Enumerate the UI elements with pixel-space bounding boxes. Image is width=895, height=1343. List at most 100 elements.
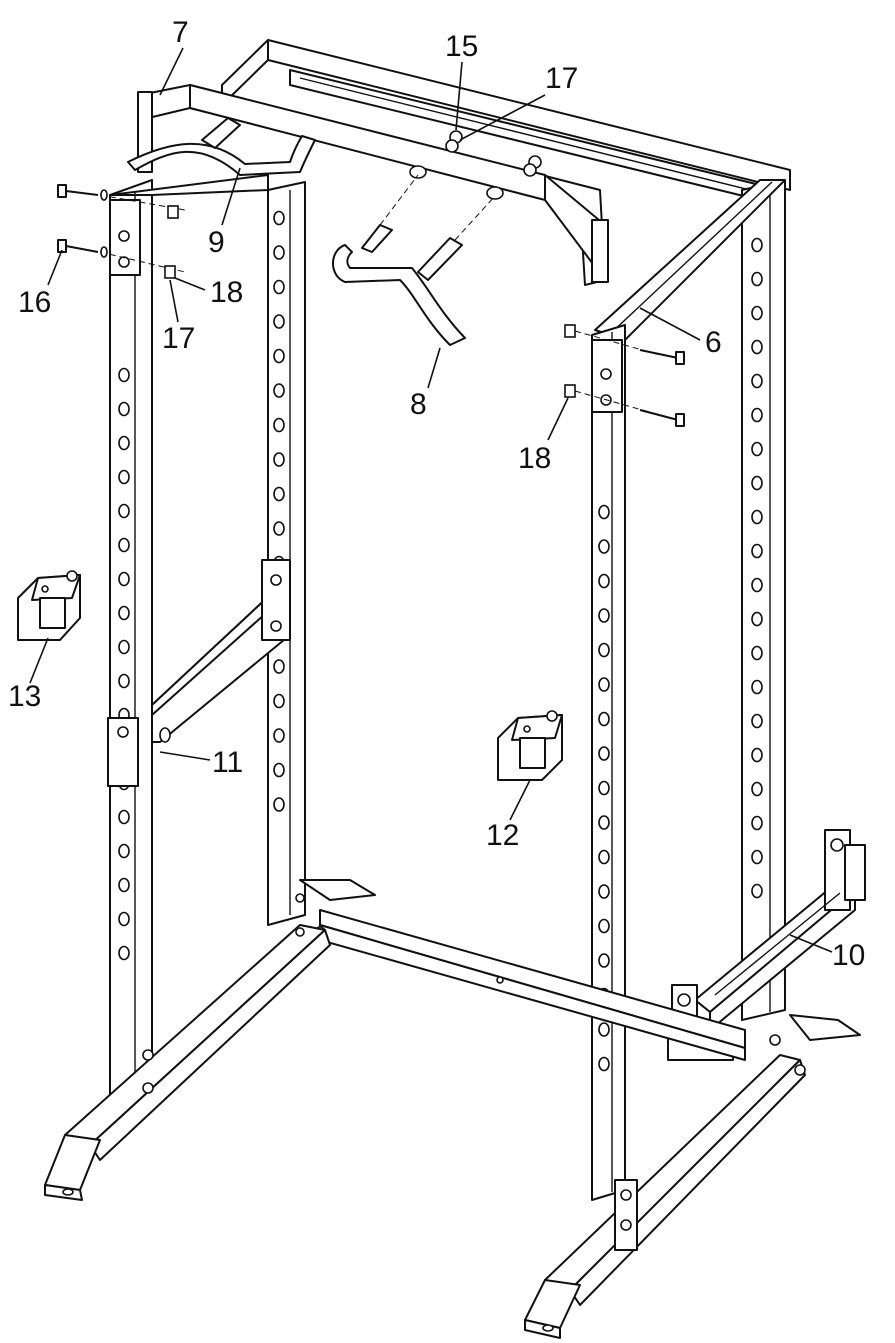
callout-10: 10 <box>832 939 865 972</box>
upright-hole <box>273 521 285 536</box>
part-16-bolt-upper-left <box>57 184 186 219</box>
upright-hole <box>273 452 285 467</box>
upright-hole <box>598 642 610 658</box>
callout-12: 12 <box>486 819 519 852</box>
callout-13: 13 <box>8 680 41 713</box>
upright-hole <box>598 677 610 692</box>
right-base-foot <box>524 1014 861 1339</box>
part-18-bolt-lower-right <box>564 384 685 427</box>
upright-hole <box>598 849 610 865</box>
part-18-bolt-upper-right <box>564 324 685 365</box>
upright-hole <box>118 435 130 451</box>
callout-6: 6 <box>705 326 722 359</box>
upright-hole <box>751 543 763 559</box>
part-12-j-hook <box>497 710 563 781</box>
upright-hole <box>118 367 130 383</box>
upright-hole <box>751 611 763 627</box>
upright-hole <box>118 639 130 655</box>
upright-hole <box>598 504 610 520</box>
upright-hole <box>598 953 610 968</box>
callout-9: 9 <box>208 226 225 259</box>
rear-right-upright-holes <box>751 237 763 899</box>
part-7-pull-up-crossmember <box>137 84 609 286</box>
part-16-bolt-lower-left <box>57 239 186 279</box>
upright-hole <box>598 884 610 899</box>
upright-hole <box>273 279 285 295</box>
upright-hole <box>751 645 763 661</box>
upright-hole <box>598 1056 610 1072</box>
part-15-bolt-top <box>445 130 542 177</box>
upright-hole <box>751 577 763 593</box>
upright-hole <box>751 237 763 253</box>
upright-hole <box>118 809 130 825</box>
part-9-pull-up-handle <box>127 117 316 176</box>
callout-18-right: 18 <box>518 442 551 475</box>
upright-hole <box>598 780 610 796</box>
upright-hole <box>751 509 763 525</box>
upright-hole <box>751 373 763 389</box>
upright-hole <box>751 747 763 763</box>
callout-7: 7 <box>172 16 189 49</box>
upright-hole <box>751 883 763 899</box>
upright-hole <box>273 693 285 709</box>
upright-hole <box>751 679 763 695</box>
upright-hole <box>118 537 130 553</box>
rear-right-upright <box>741 179 786 1021</box>
upright-hole <box>751 781 763 797</box>
upright-hole <box>751 849 763 865</box>
upright-hole <box>118 911 130 927</box>
upright-hole <box>118 503 130 519</box>
upright-hole <box>273 245 285 260</box>
upright-hole <box>273 314 285 329</box>
upright-hole <box>118 945 130 961</box>
part-8-pull-up-handle <box>332 174 496 346</box>
upright-hole <box>751 815 763 831</box>
upright-hole <box>118 401 130 417</box>
upright-hole <box>273 210 285 226</box>
callout-17-left: 17 <box>162 322 195 355</box>
upright-hole <box>118 571 130 587</box>
callout-18-left: 18 <box>210 276 243 309</box>
upright-hole <box>273 728 285 743</box>
upright-hole <box>751 339 763 355</box>
upright-hole <box>598 746 610 761</box>
upright-hole <box>751 713 763 729</box>
upright-hole <box>273 417 285 433</box>
upright-hole <box>598 815 610 830</box>
callout-17-top: 17 <box>545 62 578 95</box>
callout-11: 11 <box>212 746 243 779</box>
upright-hole <box>273 762 285 778</box>
upright-hole <box>751 407 763 423</box>
upright-hole <box>598 1022 610 1037</box>
callout-16: 16 <box>18 286 51 319</box>
upright-hole <box>118 469 130 485</box>
upright-hole <box>118 605 130 621</box>
part-11-side-crossmember <box>107 559 291 787</box>
upright-hole <box>751 271 763 287</box>
upright-hole <box>273 348 285 364</box>
callout-8: 8 <box>410 388 427 421</box>
upright-hole <box>598 573 610 589</box>
upright-hole <box>273 383 285 398</box>
upright-hole <box>118 877 130 893</box>
upright-hole <box>598 711 610 727</box>
upright-hole <box>598 539 610 554</box>
front-right-upright <box>591 324 626 1201</box>
upright-hole <box>273 797 285 812</box>
left-base-foot <box>44 879 376 1201</box>
part-13-j-hook <box>17 570 81 641</box>
upright-hole <box>598 918 610 934</box>
callout-labels: 7 15 17 9 16 18 17 8 6 18 13 11 12 10 <box>8 16 865 972</box>
upright-hole <box>751 305 763 321</box>
upright-hole <box>273 659 285 674</box>
upright-hole <box>751 441 763 457</box>
upright-hole <box>118 843 130 859</box>
upright-hole <box>273 486 285 502</box>
rear-left-upright <box>267 181 306 926</box>
upright-hole <box>118 673 130 689</box>
upright-hole <box>751 475 763 491</box>
leader-lines <box>29 47 833 953</box>
upright-hole <box>598 608 610 623</box>
rear-left-upright-holes <box>273 210 285 812</box>
